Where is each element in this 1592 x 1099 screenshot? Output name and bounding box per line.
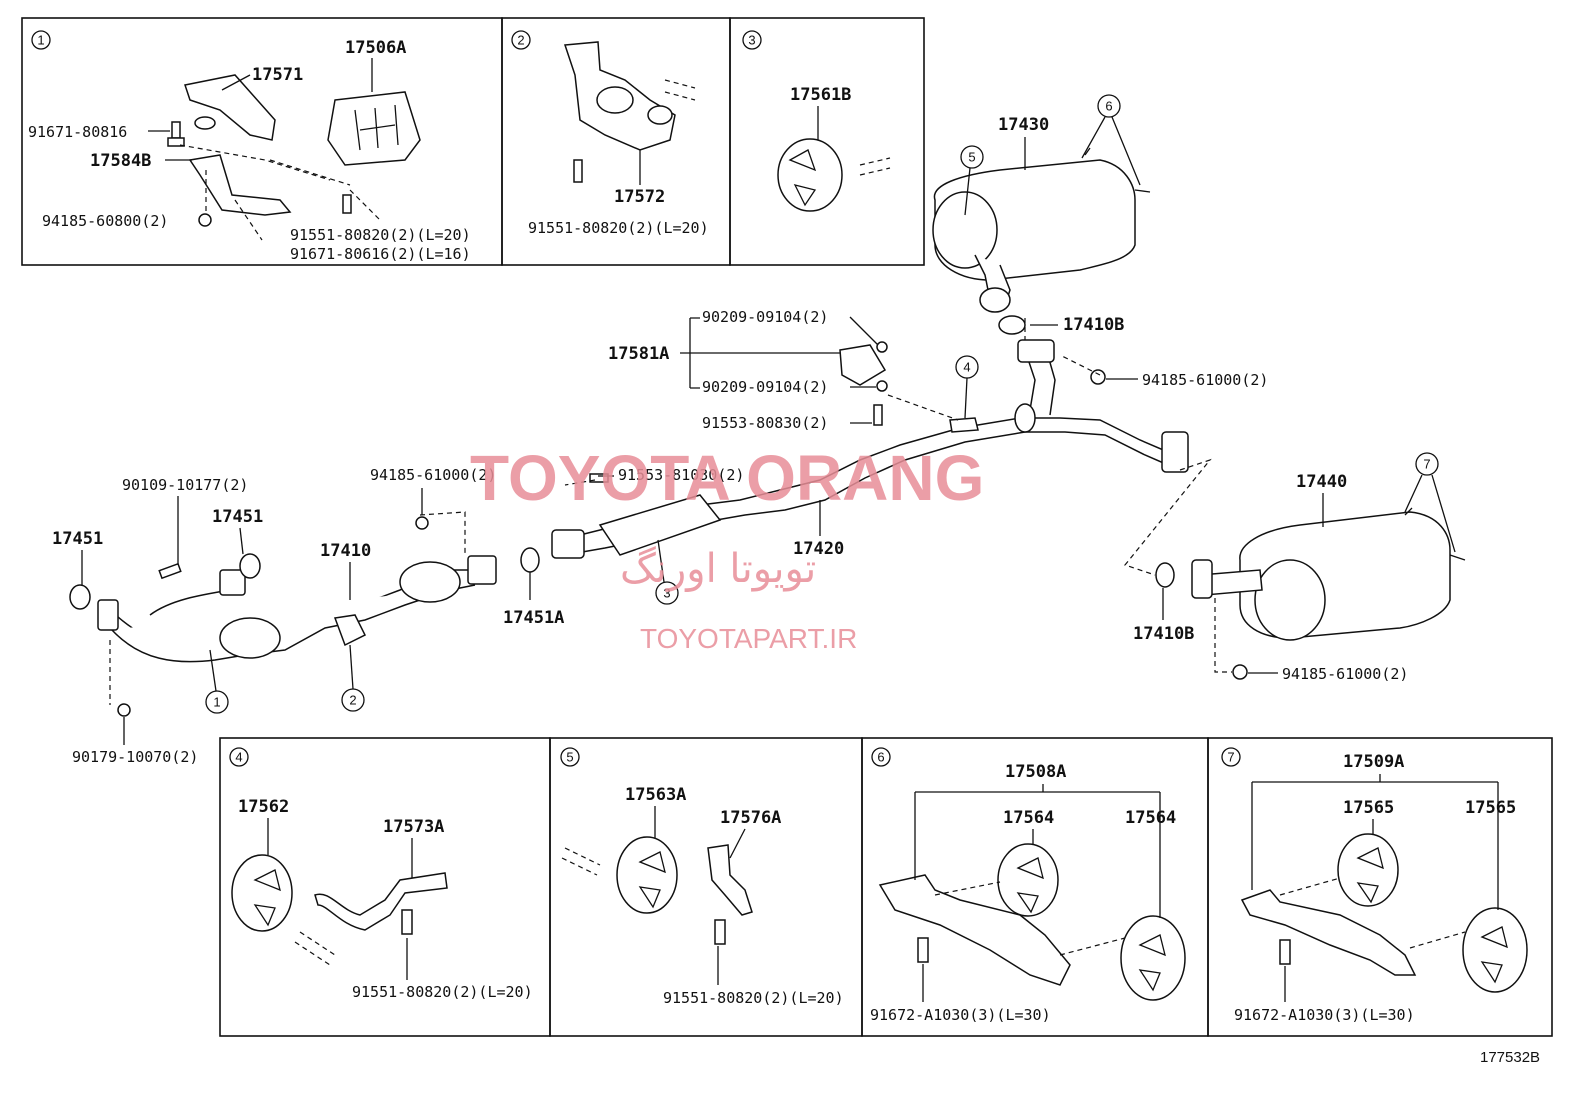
diagram-code: 177532B [1480,1049,1540,1066]
callout-3: 3 [663,586,670,601]
label-91671-80616-L16: 91671-80616(2)(L=16) [290,245,471,263]
callout-4-box: 4 [235,750,242,765]
callout-1: 1 [213,695,220,710]
label-17563A: 17563A [625,785,686,805]
label-17451-left: 17451 [52,529,103,549]
label-17506A: 17506A [345,38,406,58]
callout-4: 4 [963,360,970,375]
label-17451-right: 17451 [212,507,263,527]
bracket-icon [188,154,292,216]
inset-box-6: 6 17508A 17564 17564 91672-A1030(3)(L=30… [861,737,1209,1037]
watermark: TOYOTA ORANG تویوتا اورنگ TOYOTAPART.IR [470,442,984,654]
label-90209-09104-a: 90209-09104(2) [702,308,828,326]
rubber-hanger-icon [231,854,293,932]
label-94185-60800: 94185-60800(2) [42,212,168,230]
label-17410B-top: 17410B [1063,315,1124,335]
label-17584B: 17584B [90,151,151,171]
callout-7-box: 7 [1227,750,1234,765]
inset-box-7: 7 17509A 17565 17565 91672-A1030(3)(L=30… [1207,737,1553,1037]
rubber-hanger-icon [777,138,843,212]
main-labels: 17430 17410B 94185-61000(2) 17581A 90209… [52,94,1456,766]
label-94185-61000-top: 94185-61000(2) [1142,371,1268,389]
watermark-site: TOYOTAPART.IR [640,623,857,654]
inset-box-5: 5 17563A 17576A 91551-80820(2)(L=20) [549,737,863,1037]
label-17572: 17572 [614,187,665,207]
inset-box-2: 2 17572 91551-80820(2)(L=20) [501,17,731,266]
callout-2: 2 [517,33,524,48]
inset-box-1: 1 17506A 17571 91671-80816 17584B 94185-… [21,17,503,266]
label-91553-80830: 91553-80830(2) [702,414,828,432]
rubber-hanger-icon [997,843,1059,917]
label-17440: 17440 [1296,472,1347,492]
watermark-persian: تویوتا اورنگ [620,546,816,592]
label-17451A: 17451A [503,608,564,628]
label-94185-61000-bottom: 94185-61000(2) [1282,665,1408,683]
label-91671-80816: 91671-80816 [28,123,127,141]
label-17565-a: 17565 [1343,798,1394,818]
rubber-hanger-icon [1120,915,1186,1001]
label-17508A: 17508A [1005,762,1066,782]
inset-box-4: 4 17562 17573A 91551-80820(2)(L=20) [219,737,551,1037]
callout-5-box: 5 [566,750,573,765]
inset-box-3: 3 17561B [729,17,925,266]
main-assembly [69,147,1466,717]
label-17581A: 17581A [608,344,669,364]
label-17561B: 17561B [790,85,851,105]
label-17576A: 17576A [720,808,781,828]
hanger-bracket-icon [1240,889,1417,976]
label-17565-b: 17565 [1465,798,1516,818]
label-17420: 17420 [793,539,844,559]
label-91553-81030: 91553-81030(2) [618,466,744,484]
label-91551-80820-L20: 91551-80820(2)(L=20) [290,226,471,244]
rubber-hanger-icon [1462,907,1528,993]
label-17410B-bottom: 17410B [1133,624,1194,644]
hanger-bracket-icon [878,874,1071,986]
label-91551-80820-L20: 91551-80820(2)(L=20) [663,989,844,1007]
watermark-brand: TOYOTA ORANG [470,442,984,514]
callout-3: 3 [748,33,755,48]
label-91672-A1030-L30: 91672-A1030(3)(L=30) [870,1006,1051,1024]
callout-6-box: 6 [877,750,884,765]
callout-5: 5 [968,150,975,165]
label-94185-61000-mid: 94185-61000(2) [370,466,496,484]
callout-6: 6 [1105,99,1112,114]
hanger-bracket-icon [707,844,753,916]
label-91551-80820-L20: 91551-80820(2)(L=20) [352,983,533,1001]
callout-1: 1 [37,33,44,48]
label-90109-10177: 90109-10177(2) [122,476,248,494]
callout-2: 2 [349,693,356,708]
label-17571: 17571 [252,65,303,85]
label-17564-a: 17564 [1003,808,1054,828]
bracket-icon [184,74,276,141]
rubber-hanger-icon [616,836,678,914]
label-90209-09104-b: 90209-09104(2) [702,378,828,396]
label-17562: 17562 [238,797,289,817]
rubber-hanger-icon [1337,833,1399,907]
label-90179-10070: 90179-10070(2) [72,748,198,766]
label-17564-b: 17564 [1125,808,1176,828]
label-91551-80820-L20: 91551-80820(2)(L=20) [528,219,709,237]
label-17509A: 17509A [1343,752,1404,772]
label-91672-A1030-L30: 91672-A1030(3)(L=30) [1234,1006,1415,1024]
label-17410: 17410 [320,541,371,561]
callout-7: 7 [1423,457,1430,472]
label-17430: 17430 [998,115,1049,135]
label-17573A: 17573A [383,817,444,837]
hanger-bracket-icon [314,872,448,931]
